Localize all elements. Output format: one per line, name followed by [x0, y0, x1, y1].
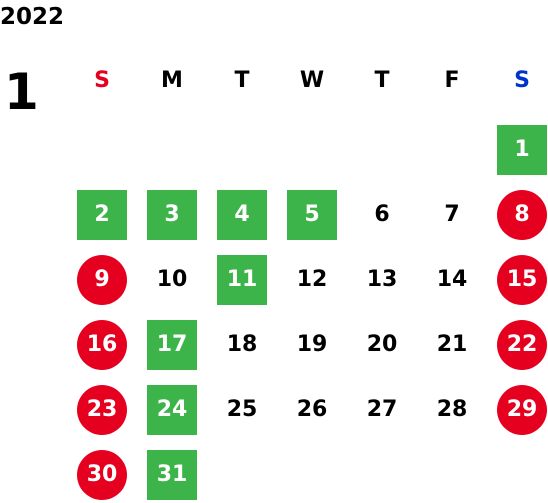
- day-cell-18[interactable]: 18: [226, 332, 258, 357]
- day-cell-29[interactable]: 29: [497, 385, 547, 435]
- weekday-header: S: [514, 68, 530, 93]
- day-cell-14[interactable]: 14: [436, 267, 468, 292]
- day-cell-8[interactable]: 8: [497, 190, 547, 240]
- day-cell-2[interactable]: 2: [77, 190, 127, 240]
- weekday-header: F: [444, 68, 460, 93]
- day-cell-13[interactable]: 13: [366, 267, 398, 292]
- day-cell-20[interactable]: 20: [366, 332, 398, 357]
- weekday-header: M: [161, 68, 183, 93]
- weekday-header: T: [374, 68, 390, 93]
- weekday-header: T: [234, 68, 250, 93]
- day-cell-26[interactable]: 26: [296, 397, 328, 422]
- day-cell-28[interactable]: 28: [436, 397, 468, 422]
- day-cell-5[interactable]: 5: [287, 190, 337, 240]
- day-cell-1[interactable]: 1: [497, 125, 547, 175]
- day-cell-21[interactable]: 21: [436, 332, 468, 357]
- year-label: 2022: [0, 4, 65, 30]
- day-cell-19[interactable]: 19: [296, 332, 328, 357]
- day-cell-30[interactable]: 30: [77, 450, 127, 500]
- day-cell-11[interactable]: 11: [217, 255, 267, 305]
- day-cell-7[interactable]: 7: [444, 202, 460, 227]
- day-cell-27[interactable]: 27: [366, 397, 398, 422]
- day-cell-10[interactable]: 10: [156, 267, 188, 292]
- day-cell-12[interactable]: 12: [296, 267, 328, 292]
- day-cell-24[interactable]: 24: [147, 385, 197, 435]
- day-cell-3[interactable]: 3: [147, 190, 197, 240]
- month-label: 1: [4, 63, 39, 121]
- day-cell-31[interactable]: 31: [147, 450, 197, 500]
- day-cell-25[interactable]: 25: [226, 397, 258, 422]
- day-cell-15[interactable]: 15: [497, 255, 547, 305]
- day-cell-9[interactable]: 9: [77, 255, 127, 305]
- weekday-header: W: [299, 68, 325, 93]
- day-cell-22[interactable]: 22: [497, 320, 547, 370]
- weekday-header: S: [94, 68, 110, 93]
- day-cell-4[interactable]: 4: [217, 190, 267, 240]
- day-cell-16[interactable]: 16: [77, 320, 127, 370]
- day-cell-23[interactable]: 23: [77, 385, 127, 435]
- day-cell-6[interactable]: 6: [374, 202, 390, 227]
- day-cell-17[interactable]: 17: [147, 320, 197, 370]
